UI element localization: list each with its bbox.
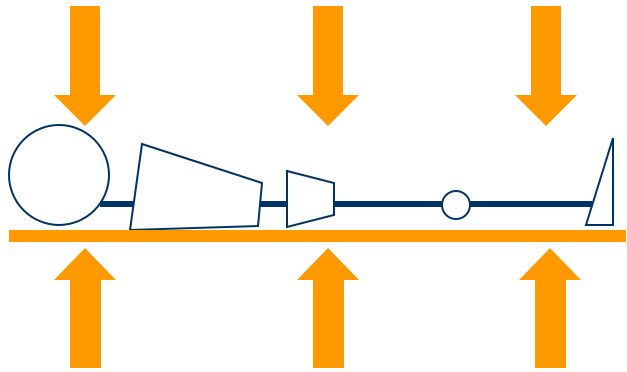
- down-arrow-icon: [54, 6, 116, 126]
- large-trapezoid: [128, 142, 264, 232]
- up-arrow-icon: [519, 248, 581, 368]
- down-arrow-icon: [297, 6, 359, 126]
- bottom-arrows: [54, 248, 581, 368]
- up-arrow-icon: [297, 248, 359, 368]
- right-triangle-wedge: [584, 137, 614, 226]
- top-arrows: [54, 6, 577, 126]
- base-bar: [9, 230, 626, 242]
- large-circle: [8, 124, 110, 226]
- up-arrow-icon: [54, 248, 116, 368]
- down-arrow-icon: [515, 6, 577, 126]
- small-circle: [441, 190, 471, 220]
- small-trapezoid: [286, 169, 335, 229]
